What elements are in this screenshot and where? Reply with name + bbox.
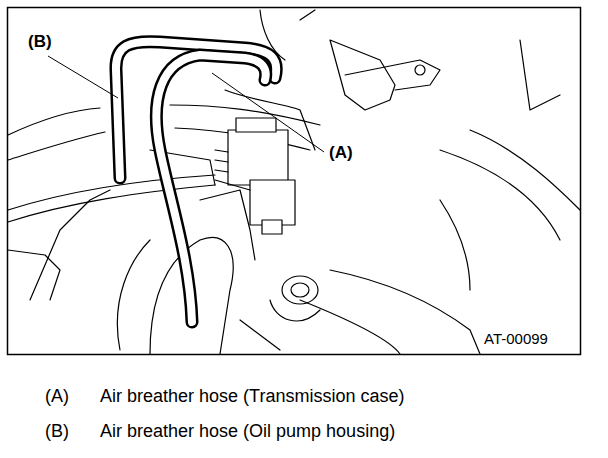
key-letter: (B): [45, 422, 69, 440]
key-letter: (A): [45, 387, 69, 405]
figure-code: AT-00099: [484, 331, 548, 346]
figure-frame: [8, 8, 581, 355]
hose-a: [156, 55, 265, 322]
leader-line: [48, 56, 118, 98]
key-text: Air breather hose (Oil pump housing): [100, 422, 395, 440]
leader-line: [212, 73, 324, 152]
callout-letter: (A): [329, 144, 353, 161]
callout-letter: (B): [28, 33, 52, 50]
key-text: Air breather hose (Transmission case): [100, 387, 404, 405]
